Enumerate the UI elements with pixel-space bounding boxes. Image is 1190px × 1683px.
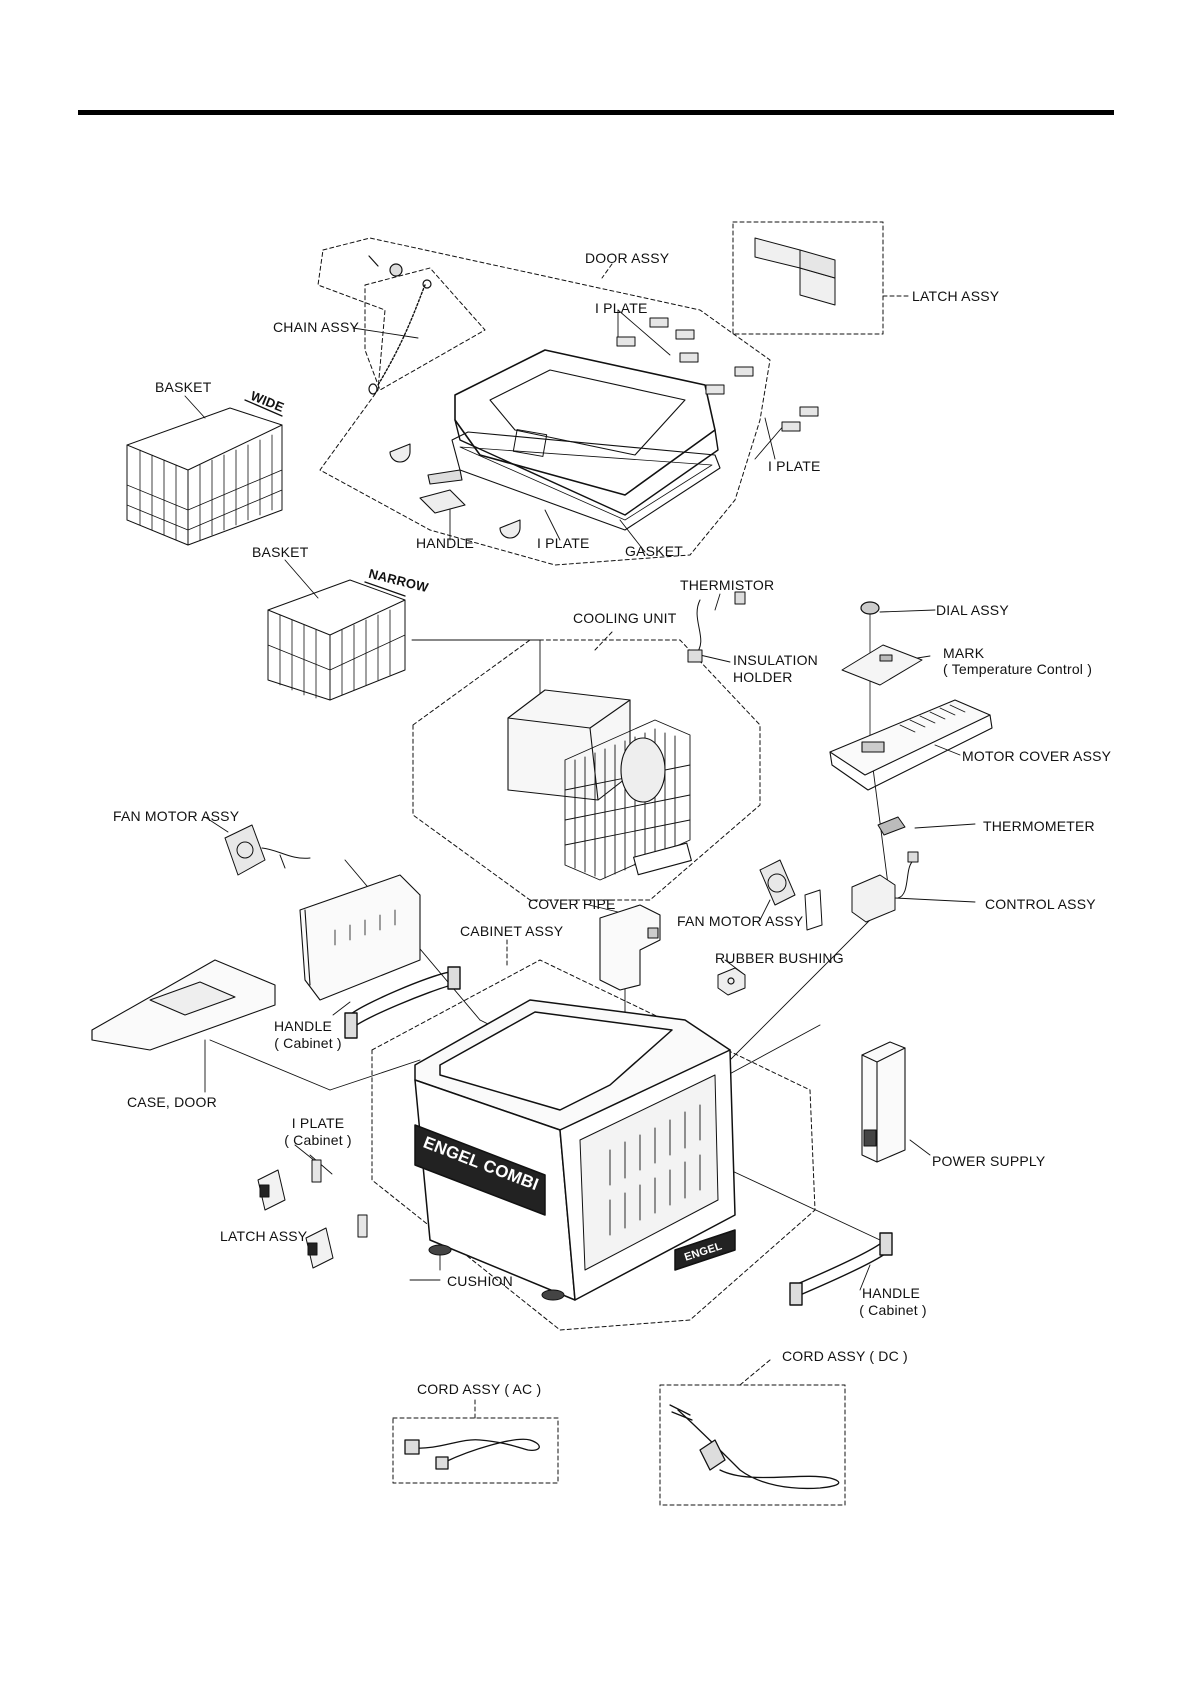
label-basket-wide: BASKET	[155, 379, 212, 395]
brand-plate-small	[674, 1229, 736, 1271]
label-dial-assy: DIAL ASSY	[936, 602, 1009, 618]
cabinet-body	[414, 999, 736, 1301]
label-fan-motor-assy-left: FAN MOTOR ASSY	[113, 808, 240, 824]
motor-cover-assy	[829, 699, 993, 791]
chain-assy	[368, 255, 432, 395]
label-thermistor: THERMISTOR	[680, 577, 775, 593]
cooling-unit-region	[412, 639, 761, 901]
handle-cabinet-left	[344, 966, 461, 1039]
label-fan-motor-assy-center: FAN MOTOR ASSY	[677, 913, 804, 929]
label-control-assy: CONTROL ASSY	[985, 896, 1096, 912]
thermometer-part	[877, 816, 906, 836]
mark-plate	[841, 644, 923, 686]
label-mark-2: ( Temperature Control )	[943, 661, 1093, 677]
i-plates-top	[616, 317, 819, 432]
rubber-bushing-part	[717, 967, 746, 996]
header-rule	[78, 110, 1114, 115]
label-rubber-bushing: RUBBER BUSHING	[715, 950, 844, 966]
label-door-assy: DOOR ASSY	[585, 250, 670, 266]
label-chain-assy: CHAIN ASSY	[273, 319, 360, 335]
label-handle-cabinet-right-2: ( Cabinet )	[859, 1302, 927, 1318]
basket-narrow	[267, 579, 406, 701]
label-case-door: CASE, DOOR	[127, 1094, 217, 1110]
handle-cabinet-right	[789, 1232, 893, 1306]
label-insulation-holder-1: INSULATION	[733, 652, 818, 668]
label-i-plate-cabinet-1: I PLATE	[291, 1115, 345, 1131]
group-outlines	[317, 221, 911, 1506]
door-hinges	[389, 443, 521, 539]
fan-motor-left	[224, 824, 311, 876]
cord-dc-box	[659, 1384, 846, 1506]
label-handle-door: HANDLE	[416, 535, 474, 551]
cabinet-assy-region	[371, 959, 816, 1331]
brand-plate-cabinet	[414, 1124, 546, 1216]
label-i-plate-cabinet-2: ( Cabinet )	[284, 1132, 352, 1148]
label-mark-1: MARK	[943, 645, 985, 661]
fan-motor-center	[759, 859, 823, 931]
label-handle-cabinet-left-1: HANDLE	[274, 1018, 332, 1034]
power-supply-part	[861, 1041, 906, 1163]
cord-ac-box	[392, 1417, 559, 1484]
label-cushion: CUSHION	[447, 1273, 513, 1289]
cord-ac	[404, 1438, 540, 1470]
label-basket-narrow: BASKET	[252, 544, 309, 560]
label-handle-cabinet-left-2: ( Cabinet )	[274, 1035, 342, 1051]
label-latch-assy-top: LATCH ASSY	[912, 288, 1000, 304]
door-assy-region	[317, 237, 771, 566]
latch-assy-parts	[754, 237, 836, 306]
cover-pipe-part	[599, 904, 661, 991]
label-thermometer: THERMOMETER	[983, 818, 1095, 834]
evaporator-plate	[299, 874, 421, 1001]
chain-assy-region	[364, 267, 486, 391]
door-lid	[451, 349, 721, 531]
label-cover-pipe: COVER PIPE	[528, 896, 616, 912]
control-assy-part	[851, 851, 919, 923]
i-plate-cabinet-part	[311, 1159, 368, 1238]
label-cooling-unit: COOLING UNIT	[573, 610, 677, 626]
label-cord-assy-dc: CORD ASSY ( DC )	[782, 1348, 908, 1364]
label-cabinet-assy: CABINET ASSY	[460, 923, 564, 939]
label-latch-assy-bottom: LATCH ASSY	[220, 1228, 308, 1244]
label-i-plate-right: I PLATE	[768, 458, 821, 474]
label-i-plate-top: I PLATE	[595, 300, 648, 316]
latch-assy-cabinet	[257, 1169, 334, 1269]
cord-dc	[669, 1404, 840, 1490]
cabinet-side-grille	[579, 1074, 719, 1271]
latch-assy-box	[732, 221, 884, 335]
door-gasket	[451, 431, 721, 531]
label-motor-cover-assy: MOTOR COVER ASSY	[962, 748, 1112, 764]
label-i-plate-bottom: I PLATE	[537, 535, 590, 551]
label-gasket: GASKET	[625, 543, 683, 559]
compressor	[620, 737, 666, 803]
basket-wide	[126, 399, 283, 546]
thermistor-part	[687, 591, 746, 663]
cushions	[428, 1244, 565, 1301]
cooling-unit	[507, 689, 692, 881]
label-cord-assy-ac: CORD ASSY ( AC )	[417, 1381, 542, 1397]
label-power-supply: POWER SUPPLY	[932, 1153, 1046, 1169]
case-door-part	[91, 959, 276, 1051]
label-handle-cabinet-right-1: HANDLE	[862, 1285, 920, 1301]
label-insulation-holder-2: HOLDER	[733, 669, 793, 685]
gasket-inner	[459, 446, 713, 521]
